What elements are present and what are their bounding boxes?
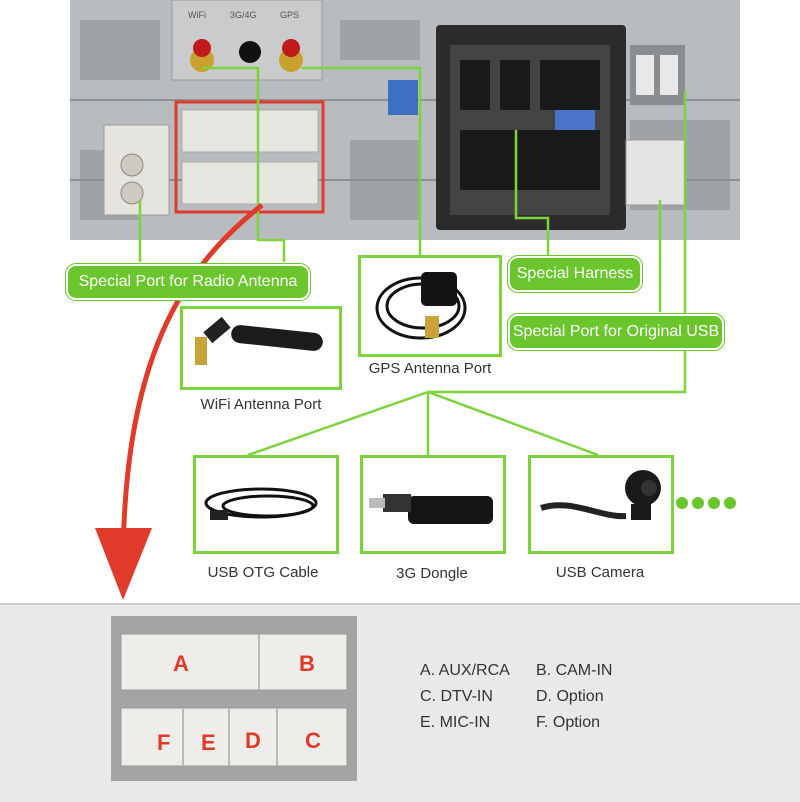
connector-photo (111, 616, 357, 781)
usb-camera-label: USB Camera (555, 564, 645, 581)
head-unit-back-panel: WiFi 3G/4G GPS (70, 0, 740, 240)
connector-letter-f: F (157, 730, 171, 755)
antenna-label-wifi: WiFi (188, 10, 206, 20)
more-dot-3 (708, 497, 720, 509)
unit-panel-drawing (70, 0, 740, 240)
gps-antenna-image (358, 255, 502, 357)
legend-d: D. Option (536, 688, 604, 705)
more-dot-4 (724, 497, 736, 509)
wifi-antenna-image (180, 306, 342, 390)
callout-original-usb: Special Port for Original USB (508, 314, 724, 350)
wifi-antenna-port-label: WiFi Antenna Port (200, 396, 322, 413)
usb-otg-cable-label: USB OTG Cable (207, 564, 319, 581)
connector-letter-a: A (173, 651, 189, 676)
3g-dongle-label: 3G Dongle (396, 565, 468, 582)
callout-radio-antenna: Special Port for Radio Antenna (66, 264, 310, 300)
connector-letter-d: D (245, 728, 261, 753)
more-dot-2 (692, 497, 704, 509)
more-dot-1 (676, 497, 688, 509)
callout-special-harness: Special Harness (508, 256, 642, 292)
antenna-label-3g: 3G/4G (230, 10, 257, 20)
connector-letter-b: B (299, 651, 315, 676)
legend-c: C. DTV-IN (420, 688, 493, 705)
connector-letter-e: E (201, 730, 216, 755)
usb-otg-cable-image (193, 455, 339, 554)
legend-f: F. Option (536, 714, 601, 731)
legend-e: E. MIC-IN (420, 714, 491, 731)
3g-dongle-image (360, 455, 506, 554)
gps-antenna-port-label: GPS Antenna Port (368, 360, 492, 377)
legend-a: A. AUX/RCA (420, 662, 510, 679)
antenna-label-gps: GPS (280, 10, 300, 20)
connector-letter-c: C (305, 728, 321, 753)
legend-b: B. CAM-IN (536, 662, 613, 679)
usb-camera-image (528, 455, 674, 554)
